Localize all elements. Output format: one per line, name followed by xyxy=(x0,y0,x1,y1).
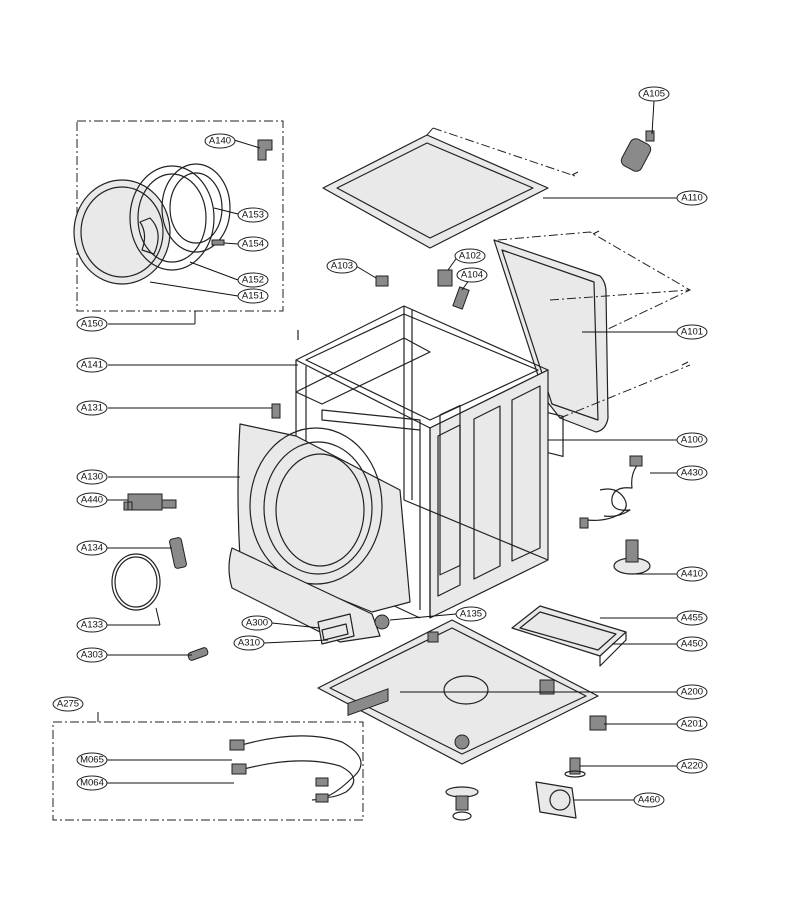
door-outer xyxy=(73,179,171,285)
svg-text:A100: A100 xyxy=(681,435,703,446)
callout-a152: A152 xyxy=(237,272,269,288)
screw-part xyxy=(211,239,225,246)
callout-a100: A100 xyxy=(676,432,708,448)
svg-text:A105: A105 xyxy=(643,89,665,100)
door-handle xyxy=(139,217,159,255)
svg-text:A133: A133 xyxy=(81,620,103,631)
callout-a275: A275 xyxy=(52,696,84,712)
svg-text:A275: A275 xyxy=(57,699,79,710)
svg-text:A201: A201 xyxy=(681,719,703,730)
callout-a300: A300 xyxy=(241,615,273,631)
callout-a103: A103 xyxy=(326,258,358,274)
porthole xyxy=(249,427,383,585)
svg-text:M065: M065 xyxy=(80,755,104,766)
callout-a150: A150 xyxy=(76,316,108,332)
svg-text:A430: A430 xyxy=(681,468,703,479)
callout-a410: A410 xyxy=(676,566,708,582)
svg-text:A450: A450 xyxy=(681,639,703,650)
callout-a430: A430 xyxy=(676,465,708,481)
door-assembly-group xyxy=(73,120,284,325)
callout-a141: A141 xyxy=(76,357,108,373)
callout-a154: A154 xyxy=(237,236,269,252)
svg-text:A103: A103 xyxy=(331,261,353,272)
svg-text:A410: A410 xyxy=(681,569,703,580)
svg-text:A102: A102 xyxy=(459,251,481,262)
callout-a201: A201 xyxy=(676,716,708,732)
door-inner xyxy=(161,163,231,253)
callout-m064: M064 xyxy=(76,775,108,791)
callout-a140: A140 xyxy=(204,133,236,149)
leader-lines xyxy=(106,100,677,801)
power-cord xyxy=(579,455,651,575)
filter-door xyxy=(317,613,355,645)
svg-text:A455: A455 xyxy=(681,613,703,624)
callout-a104: A104 xyxy=(456,267,488,283)
callout-m065: M065 xyxy=(76,752,108,768)
svg-text:A303: A303 xyxy=(81,650,103,661)
svg-text:A200: A200 xyxy=(681,687,703,698)
svg-text:A130: A130 xyxy=(81,472,103,483)
svg-text:A110: A110 xyxy=(681,193,702,204)
small-brackets xyxy=(375,269,470,310)
svg-text:A150: A150 xyxy=(81,319,103,330)
callout-a153: A153 xyxy=(237,207,269,223)
svg-text:A104: A104 xyxy=(461,270,483,281)
callout-a455: A455 xyxy=(676,610,708,626)
door-frame xyxy=(129,165,215,271)
top-plate xyxy=(322,127,576,249)
callout-a131: A131 xyxy=(76,400,108,416)
hinge-part xyxy=(257,139,273,161)
callout-a303: A303 xyxy=(76,647,108,663)
svg-text:A141: A141 xyxy=(81,360,103,371)
base-accessories xyxy=(445,715,607,821)
svg-text:A135: A135 xyxy=(460,609,482,620)
callout-a101: A101 xyxy=(676,324,708,340)
control-board xyxy=(511,605,627,667)
screws xyxy=(297,171,689,366)
hose-group xyxy=(52,712,364,821)
callout-a310: A310 xyxy=(233,635,265,651)
callout-a135: A135 xyxy=(455,606,487,622)
svg-text:A440: A440 xyxy=(81,495,103,506)
callout-a440: A440 xyxy=(76,492,108,508)
callout-a151: A151 xyxy=(237,288,269,304)
part-a135 xyxy=(374,614,390,630)
svg-text:A151: A151 xyxy=(242,291,264,302)
svg-text:M064: M064 xyxy=(80,778,104,789)
part-a105 xyxy=(620,130,655,172)
svg-text:A152: A152 xyxy=(242,275,264,286)
svg-text:A140: A140 xyxy=(209,136,231,147)
callout-a134: A134 xyxy=(76,540,108,556)
callout-a105: A105 xyxy=(638,86,670,102)
callout-a460: A460 xyxy=(633,792,665,808)
svg-text:A460: A460 xyxy=(638,795,660,806)
callout-a220: A220 xyxy=(676,758,708,774)
svg-text:A131: A131 xyxy=(81,403,103,414)
misc-left-parts xyxy=(111,403,281,661)
svg-text:A154: A154 xyxy=(242,239,264,250)
svg-text:A153: A153 xyxy=(242,210,264,221)
svg-text:A134: A134 xyxy=(81,543,103,554)
svg-text:A220: A220 xyxy=(681,761,703,772)
svg-text:A310: A310 xyxy=(238,638,260,649)
callout-a133: A133 xyxy=(76,617,108,633)
callout-a450: A450 xyxy=(676,636,708,652)
callout-a110: A110 xyxy=(676,190,708,206)
rear-cover xyxy=(493,231,692,457)
callout-a102: A102 xyxy=(454,248,486,264)
front-panel xyxy=(228,423,411,643)
callout-a200: A200 xyxy=(676,684,708,700)
cabinet xyxy=(295,305,549,619)
svg-text:A101: A101 xyxy=(681,327,703,338)
callout-a130: A130 xyxy=(76,469,108,485)
svg-text:A300: A300 xyxy=(246,618,268,629)
